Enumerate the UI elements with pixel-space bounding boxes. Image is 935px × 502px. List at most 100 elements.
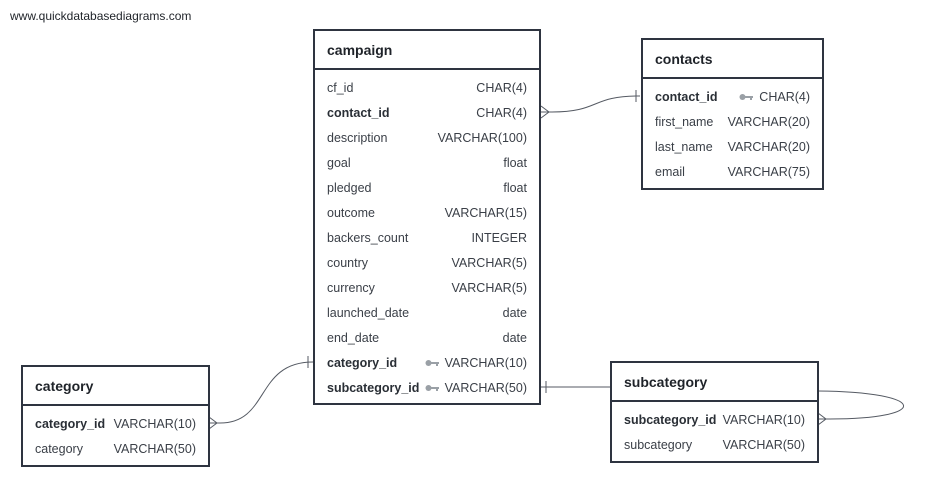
field-name: currency	[327, 280, 375, 295]
table-title: subcategory	[612, 363, 817, 402]
field-row[interactable]: launched_date date	[315, 300, 539, 325]
field-type-text: VARCHAR(50)	[722, 437, 805, 452]
field-type-text: VARCHAR(10)	[113, 416, 196, 431]
field-row[interactable]: currency VARCHAR(5)	[315, 275, 539, 300]
field-name: launched_date	[327, 305, 410, 320]
field-type-text: CHAR(4)	[759, 89, 810, 104]
field-name: subcategory_id	[624, 412, 717, 427]
field-name: category	[35, 441, 83, 456]
field-name: subcategory	[624, 437, 693, 452]
field-name: subcategory_id	[327, 380, 420, 395]
field-type: VARCHAR(100)	[438, 131, 527, 145]
field-name: description	[327, 130, 388, 145]
field-type: VARCHAR(50)	[723, 438, 805, 452]
field-row[interactable]: subcategory_id VARCHAR(10)	[612, 407, 817, 432]
field-type-text: VARCHAR(5)	[451, 280, 527, 295]
key-icon	[739, 93, 754, 100]
field-type: CHAR(4)	[739, 90, 810, 104]
field-type: VARCHAR(20)	[728, 115, 810, 129]
field-name: cf_id	[327, 80, 354, 95]
field-type-text: CHAR(4)	[476, 105, 527, 120]
field-row[interactable]: contact_id CHAR(4)	[315, 100, 539, 125]
field-row[interactable]: backers_count INTEGER	[315, 225, 539, 250]
field-row[interactable]: last_name VARCHAR(20)	[643, 134, 822, 159]
field-type-text: INTEGER	[471, 230, 527, 245]
field-row[interactable]: category_id VARCHAR(10)	[315, 350, 539, 375]
field-row[interactable]: subcategory VARCHAR(50)	[612, 432, 817, 457]
field-type: VARCHAR(5)	[452, 281, 527, 295]
field-type: VARCHAR(75)	[728, 165, 810, 179]
field-type-text: VARCHAR(5)	[451, 255, 527, 270]
link-campaign-subcategory	[541, 381, 611, 393]
field-name: contact_id	[327, 105, 390, 120]
field-type-text: date	[502, 330, 527, 345]
field-row[interactable]: goal float	[315, 150, 539, 175]
table-title: category	[23, 367, 208, 406]
field-name: category_id	[327, 355, 398, 370]
field-row[interactable]: contact_id CHAR(4)	[643, 84, 822, 109]
field-type: VARCHAR(5)	[452, 256, 527, 270]
field-row[interactable]: cf_id CHAR(4)	[315, 75, 539, 100]
field-type: date	[503, 331, 527, 345]
link-subcategory-self	[817, 390, 904, 426]
key-icon	[425, 384, 439, 391]
field-type-text: float	[503, 155, 527, 170]
field-type-text: VARCHAR(20)	[727, 139, 810, 154]
field-type-text: VARCHAR(75)	[727, 164, 810, 179]
field-name: last_name	[655, 139, 713, 154]
field-name: email	[655, 164, 685, 179]
field-type-text: CHAR(4)	[476, 80, 527, 95]
field-type-text: VARCHAR(10)	[444, 355, 527, 370]
table-title: contacts	[643, 40, 822, 79]
field-name: backers_count	[327, 230, 409, 245]
field-row[interactable]: subcategory_id VARCHAR(50)	[315, 375, 539, 400]
field-type: date	[503, 306, 527, 320]
field-row[interactable]: outcome VARCHAR(15)	[315, 200, 539, 225]
field-type: VARCHAR(50)	[114, 442, 196, 456]
field-name: country	[327, 255, 368, 270]
field-row[interactable]: description VARCHAR(100)	[315, 125, 539, 150]
field-row[interactable]: email VARCHAR(75)	[643, 159, 822, 184]
field-type-text: VARCHAR(100)	[437, 130, 527, 145]
field-type: CHAR(4)	[476, 81, 527, 95]
link-campaign-contacts	[540, 90, 641, 119]
field-type-text: VARCHAR(20)	[727, 114, 810, 129]
key-icon	[425, 359, 439, 366]
table-title: campaign	[315, 31, 539, 70]
field-type: CHAR(4)	[476, 106, 527, 120]
table-fields: subcategory_id VARCHAR(10) subcategory VARC…	[612, 402, 817, 457]
field-type: VARCHAR(50)	[425, 381, 527, 395]
field-row[interactable]: category_id VARCHAR(10)	[23, 411, 208, 436]
field-name: end_date	[327, 330, 380, 345]
field-type: VARCHAR(10)	[723, 413, 805, 427]
field-type-text: date	[502, 305, 527, 320]
field-type: VARCHAR(20)	[728, 140, 810, 154]
field-type: VARCHAR(10)	[114, 417, 196, 431]
field-name: goal	[327, 155, 351, 170]
field-name: contact_id	[655, 89, 718, 104]
field-name: category_id	[35, 416, 106, 431]
field-type: VARCHAR(10)	[425, 356, 527, 370]
field-row[interactable]: end_date date	[315, 325, 539, 350]
field-type-text: VARCHAR(50)	[113, 441, 196, 456]
link-category-campaign	[208, 356, 314, 430]
field-type: VARCHAR(15)	[445, 206, 527, 220]
table-fields: category_id VARCHAR(10) category VARCHAR(50…	[23, 406, 208, 461]
field-name: outcome	[327, 205, 375, 220]
field-type-text: float	[503, 180, 527, 195]
field-row[interactable]: country VARCHAR(5)	[315, 250, 539, 275]
field-type-text: VARCHAR(50)	[444, 380, 527, 395]
field-type: float	[503, 156, 527, 170]
field-row[interactable]: category VARCHAR(50)	[23, 436, 208, 461]
watermark: www.quickdatabasediagrams.com	[10, 9, 192, 23]
field-type: INTEGER	[471, 231, 527, 245]
